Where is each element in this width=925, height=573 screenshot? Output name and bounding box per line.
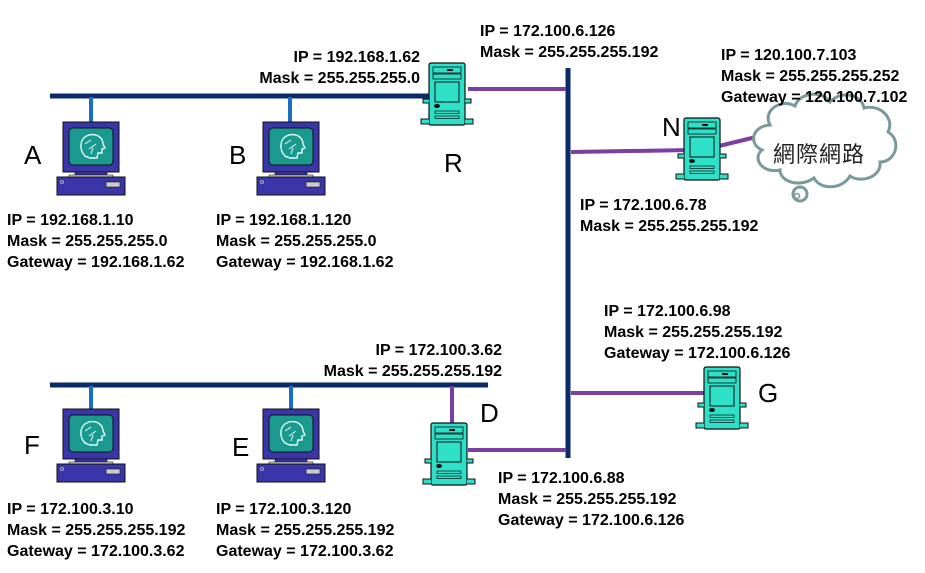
node-name-r: R xyxy=(444,148,463,178)
ip-d-top: IP = 172.100.3.62 xyxy=(375,342,502,359)
mask-f: Mask = 255.255.255.192 xyxy=(7,522,186,539)
link-n xyxy=(570,148,693,154)
computer-icon-e xyxy=(256,408,326,483)
config-g: IP = 172.100.6.98 Mask = 255.255.255.192… xyxy=(604,301,790,364)
ip-n-outer: IP = 120.100.7.103 xyxy=(721,47,857,64)
gateway-e: Gateway = 172.100.3.62 xyxy=(216,543,394,560)
gateway-d: Gateway = 172.100.6.126 xyxy=(498,512,685,529)
internet-label: 網際網路 xyxy=(773,143,866,168)
ip-a: IP = 192.168.1.10 xyxy=(7,212,134,229)
mask-n-outer: Mask = 255.255.255.252 xyxy=(721,68,900,85)
config-e: IP = 172.100.3.120 Mask = 255.255.255.19… xyxy=(216,499,394,562)
config-d-top: IP = 172.100.3.62 Mask = 255.255.255.192 xyxy=(300,340,502,382)
server-tower-icon-r xyxy=(420,62,474,126)
gateway-g: Gateway = 172.100.6.126 xyxy=(604,345,791,362)
ip-r-right: IP = 172.100.6.126 xyxy=(480,23,616,40)
ip-g: IP = 172.100.6.98 xyxy=(604,303,731,320)
server-tower-icon-g xyxy=(695,366,749,430)
config-f: IP = 172.100.3.10 Mask = 255.255.255.192… xyxy=(7,499,185,562)
computer-icon-b xyxy=(256,121,326,196)
config-n-inner: IP = 172.100.6.78 Mask = 255.255.255.192 xyxy=(580,195,758,237)
mask-e: Mask = 255.255.255.192 xyxy=(216,522,395,539)
mask-a: Mask = 255.255.255.0 xyxy=(7,233,168,250)
mask-n-inner: Mask = 255.255.255.192 xyxy=(580,218,759,235)
cloud-icon xyxy=(752,92,898,203)
node-name-a: A xyxy=(24,140,42,170)
config-r-left: IP = 192.168.1.62 Mask = 255.255.255.0 xyxy=(240,47,420,89)
ip-b: IP = 192.168.1.120 xyxy=(216,212,352,229)
node-name-e: E xyxy=(232,432,250,462)
ip-f: IP = 172.100.3.10 xyxy=(7,501,134,518)
gateway-b: Gateway = 192.168.1.62 xyxy=(216,254,394,271)
mask-g: Mask = 255.255.255.192 xyxy=(604,324,783,341)
node-name-d: D xyxy=(480,398,499,428)
ip-e: IP = 172.100.3.120 xyxy=(216,501,352,518)
mask-d: Mask = 255.255.255.192 xyxy=(498,491,677,508)
mask-b: Mask = 255.255.255.0 xyxy=(216,233,377,250)
mask-r-left: Mask = 255.255.255.0 xyxy=(259,70,420,87)
mask-r-right: Mask = 255.255.255.192 xyxy=(480,44,659,61)
gateway-f: Gateway = 172.100.3.62 xyxy=(7,543,185,560)
node-name-n: N xyxy=(662,112,681,142)
node-name-f: F xyxy=(24,430,40,460)
mask-d-top: Mask = 255.255.255.192 xyxy=(323,363,502,380)
gateway-a: Gateway = 192.168.1.62 xyxy=(7,254,185,271)
server-tower-icon-d xyxy=(422,422,476,486)
ip-d: IP = 172.100.6.88 xyxy=(498,470,625,487)
node-name-b: B xyxy=(229,140,247,170)
config-n-outer: IP = 120.100.7.103 Mask = 255.255.255.25… xyxy=(721,45,907,108)
computer-icon-f xyxy=(56,408,126,483)
config-d: IP = 172.100.6.88 Mask = 255.255.255.192… xyxy=(498,468,684,531)
ip-r-left: IP = 192.168.1.62 xyxy=(293,49,420,66)
config-b: IP = 192.168.1.120 Mask = 255.255.255.0 … xyxy=(216,210,393,273)
node-name-g: G xyxy=(758,378,779,408)
config-r-right: IP = 172.100.6.126 Mask = 255.255.255.19… xyxy=(480,21,658,63)
server-tower-icon-n xyxy=(675,117,729,181)
config-a: IP = 192.168.1.10 Mask = 255.255.255.0 G… xyxy=(7,210,184,273)
ip-n-inner: IP = 172.100.6.78 xyxy=(580,197,707,214)
link-n-internet xyxy=(714,135,757,149)
computer-icon-a xyxy=(56,121,126,196)
gateway-n-outer: Gateway = 120.100.7.102 xyxy=(721,89,908,106)
